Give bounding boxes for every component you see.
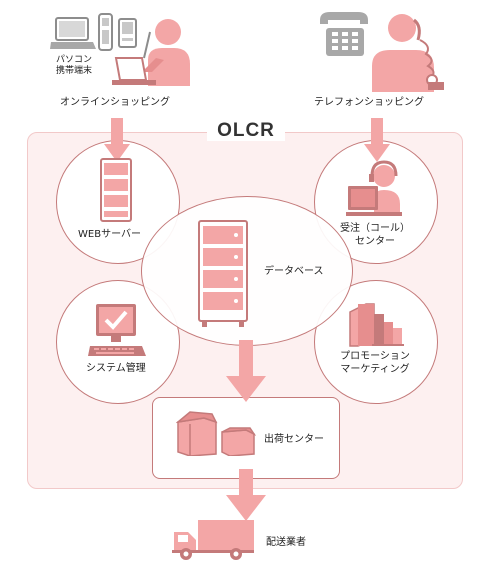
promotion-icon [349,303,404,347]
shipping-center-label: 出荷センター [264,434,324,445]
delivery-truck-icon [172,520,254,560]
stylus-icon [143,31,151,59]
database-server-icon [198,220,248,327]
tele-shopping-label: テレフォンショッピング [314,97,424,108]
web-server-label: WEBサーバー [78,229,141,240]
pda-icon [118,18,137,48]
arrow-online-to-web [104,118,130,162]
mobile-phone-icon [98,13,113,51]
promotion-label-line1: プロモーション [340,351,410,362]
telephone-icon [320,12,368,56]
call-center-icon [346,160,402,216]
shipping-boxes-icon [176,411,256,456]
person-laptop-icon [112,19,190,86]
system-mgmt-label: システム管理 [86,363,146,374]
call-center-label-line1: 受注（コール） [340,223,410,234]
web-server-icon [100,158,132,222]
mobile-label: 携帯端末 [56,66,93,76]
system-mgmt-icon [88,304,146,356]
delivery-label: 配送業者 [266,537,306,548]
call-center-label: 受注（コール） センター [334,222,416,248]
call-center-label-line2: センター [355,236,395,247]
diagram-title: OLCR [0,120,492,142]
arrow-tele-to-callcenter [364,118,390,162]
pc-label: パソコン [56,55,93,65]
online-shopping-label: オンラインショッピング [60,97,170,108]
promotion-label-line2: マーケティング [340,364,410,375]
person-phone-icon [372,14,444,92]
pc-mobile-label: パソコン 携帯端末 [56,55,92,77]
arrow-shipping-to-delivery [226,469,266,521]
database-label: データベース [264,266,324,277]
laptop-gray-icon [50,17,96,49]
arrow-db-to-shipping [226,340,266,402]
promotion-label: プロモーション マーケティング [334,350,416,376]
